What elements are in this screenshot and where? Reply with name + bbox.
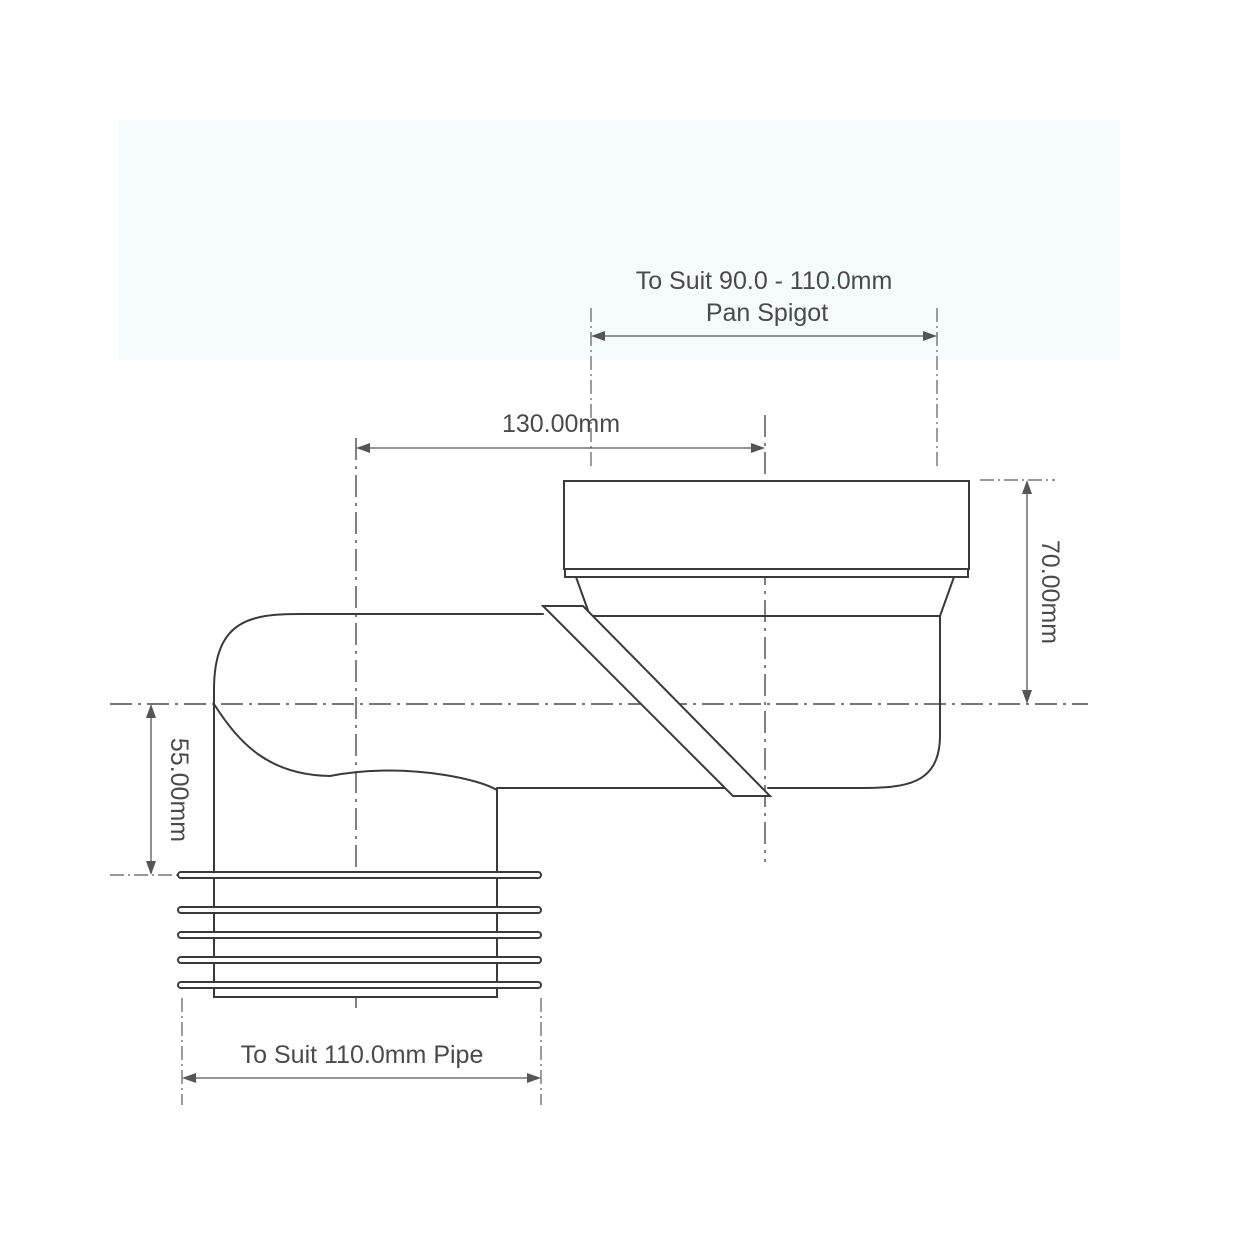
drop-arrow-bottom <box>146 861 156 875</box>
spigot-label-line2: Pan Spigot <box>706 299 828 327</box>
pipe-label: To Suit 110.0mm Pipe <box>241 1041 484 1069</box>
socket-rim <box>564 568 969 578</box>
height-arrow-top <box>1022 480 1032 494</box>
spigot-arrow-right <box>923 331 937 341</box>
background-tint <box>118 120 1120 360</box>
rib-5 <box>177 981 542 989</box>
socket-collar <box>563 480 970 570</box>
height-label: 70.00mm <box>1036 540 1064 644</box>
rib-4 <box>177 956 542 964</box>
drop-arrow-top <box>146 704 156 718</box>
offset-label: 130.00mm <box>502 410 620 438</box>
rib-2 <box>177 906 542 914</box>
rib-3 <box>177 931 542 939</box>
rib-1 <box>177 871 542 879</box>
offset-arrow-right <box>751 443 765 453</box>
diagonal-band <box>540 605 773 797</box>
connector-body <box>213 613 941 877</box>
pipe-arrow-right <box>527 1073 541 1083</box>
height-arrow-bottom <box>1022 690 1032 704</box>
drop-label: 55.00mm <box>165 738 193 842</box>
spigot-arrow-left <box>591 331 605 341</box>
offset-arrow-left <box>356 443 370 453</box>
pipe-arrow-left <box>182 1073 196 1083</box>
spigot-label-line1: To Suit 90.0 - 110.0mm <box>636 267 893 295</box>
